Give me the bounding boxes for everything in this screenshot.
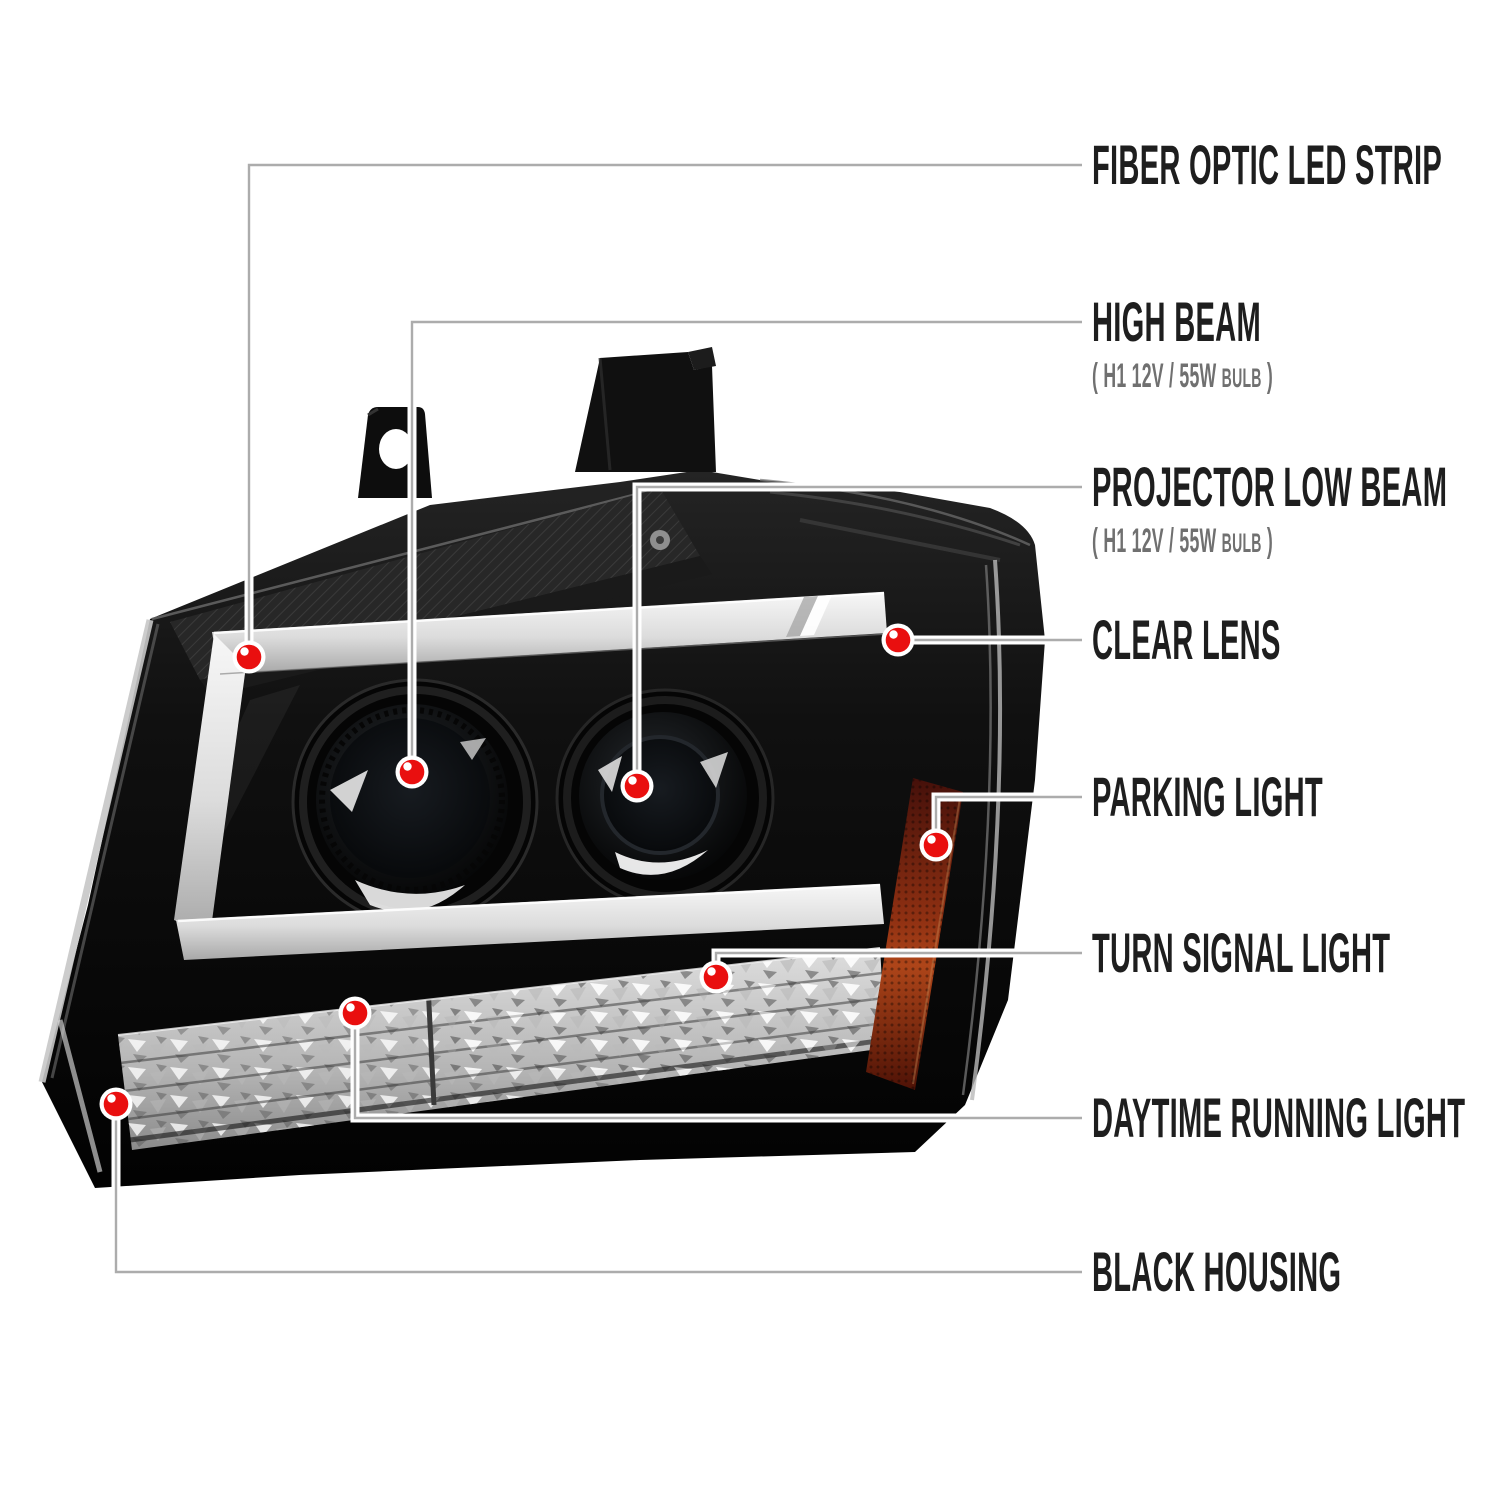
callout-title: DAYTIME RUNNING LIGHT xyxy=(1092,1086,1466,1149)
callout-subtitle: ( H1 12V / 55W BULB ) xyxy=(1092,359,1273,393)
callout-dot-clear-lens xyxy=(881,623,915,657)
callout-title: FIBER OPTIC LED STRIP xyxy=(1092,133,1443,196)
callout-dot-high-beam xyxy=(395,755,429,789)
callout-label-turn-signal-light: TURN SIGNAL LIGHT xyxy=(1092,925,1390,981)
callout-dot-projector-low-beam xyxy=(620,769,654,803)
low-beam-projector xyxy=(555,688,775,908)
callout-dots xyxy=(99,623,953,1121)
callout-title: CLEAR LENS xyxy=(1092,608,1281,671)
callout-title: TURN SIGNAL LIGHT xyxy=(1092,921,1391,984)
callout-dot-turn-signal-light xyxy=(699,960,733,994)
bulb-spec-close: ) xyxy=(1266,357,1274,395)
bulb-spec-text: ( H1 12V / 55W xyxy=(1092,357,1217,395)
callout-title: PARKING LIGHT xyxy=(1092,765,1323,828)
callout-dot-parking-light xyxy=(919,828,953,862)
callout-label-parking-light: PARKING LIGHT xyxy=(1092,769,1323,825)
bulb-spec-close: ) xyxy=(1266,522,1274,560)
callout-title: HIGH BEAM xyxy=(1092,290,1261,353)
callout-label-projector-low-beam: PROJECTOR LOW BEAM ( H1 12V / 55W BULB ) xyxy=(1092,455,1448,559)
callout-dot-daytime-running-light xyxy=(338,996,372,1030)
callout-title: BLACK HOUSING xyxy=(1092,1240,1342,1303)
callout-dot-black-housing xyxy=(99,1087,133,1121)
callout-title: PROJECTOR LOW BEAM xyxy=(1092,455,1448,518)
callout-label-fiber-optic-led-strip: FIBER OPTIC LED STRIP xyxy=(1092,137,1442,193)
high-beam-projector xyxy=(291,678,539,926)
callout-label-black-housing: BLACK HOUSING xyxy=(1092,1244,1341,1300)
bulb-word: BULB xyxy=(1221,528,1262,558)
callout-subtitle: ( H1 12V / 55W BULB ) xyxy=(1092,524,1447,558)
mounting-bracket-right xyxy=(575,347,716,550)
callout-label-high-beam: HIGH BEAM ( H1 12V / 55W BULB ) xyxy=(1092,290,1273,394)
led-light-bar xyxy=(174,591,888,960)
callout-label-clear-lens: CLEAR LENS xyxy=(1092,612,1281,668)
mounting-bracket-left xyxy=(358,407,432,498)
callout-dot-fiber-optic-led-strip xyxy=(232,640,266,674)
bulb-spec-text: ( H1 12V / 55W xyxy=(1092,522,1217,560)
callout-label-daytime-running-light: DAYTIME RUNNING LIGHT xyxy=(1092,1090,1465,1146)
bulb-word: BULB xyxy=(1221,363,1262,393)
